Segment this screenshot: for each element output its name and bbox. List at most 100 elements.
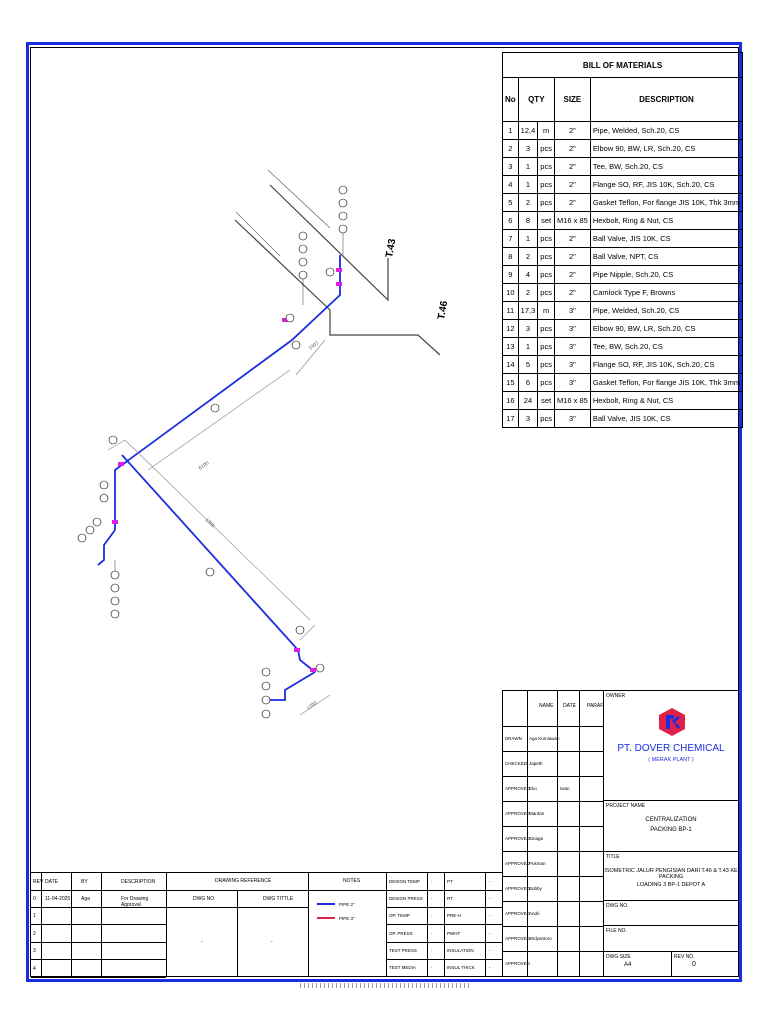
revision-header-desc: DESCRIPTION <box>121 879 156 885</box>
bom-cell-size: 2" <box>553 157 591 176</box>
bom-cell-unit: pcs <box>537 337 555 356</box>
bom-cell-qty: 1 <box>517 337 539 356</box>
bom-cell-qty: 12,4 <box>517 121 539 140</box>
bom-cell-size: 2" <box>553 229 591 248</box>
bom-cell-unit: m <box>537 121 555 140</box>
bom-cell-size: 2" <box>553 283 591 302</box>
bom-cell-unit: pcs <box>537 355 555 374</box>
revision-cell-rev: 3 <box>33 948 36 955</box>
bom-cell-qty: 6 <box>517 373 539 392</box>
bom-cell-no: 12 <box>502 319 519 338</box>
revision-row: 1 <box>31 907 166 926</box>
bom-cell-size: 2" <box>553 139 591 158</box>
bom-cell-desc: Ball Valve, NPT, CS <box>589 247 744 266</box>
bom-cell-no: 5 <box>502 193 519 212</box>
bom-cell-unit: pcs <box>537 229 555 248</box>
bom-cell-no: 4 <box>502 175 519 194</box>
owner-label: OWNER <box>606 693 626 699</box>
reference-dwg-title: DWG TITTLE <box>263 896 294 902</box>
bom-cell-unit: set <box>537 391 555 410</box>
bom-cell-qty: 5 <box>517 355 539 374</box>
design-cell-l: OP. TEMP <box>389 913 410 919</box>
bom-cell-qty: 1 <box>517 157 539 176</box>
design-cell-lv: - <box>431 879 433 884</box>
reference-header: DRAWING REFERENCE <box>215 878 272 884</box>
design-cell-r: PT <box>447 879 453 884</box>
dwg-no-label: DWG NO. <box>606 903 629 909</box>
design-cell-l: OP. PRESS <box>389 930 413 936</box>
revision-cell-rev: 2 <box>33 930 36 937</box>
bom-cell-qty: 24 <box>517 391 539 410</box>
tank-label-t46: T.46 <box>436 300 450 321</box>
tank-direction-labels <box>235 169 331 257</box>
bom-cell-unit: pcs <box>537 265 555 284</box>
dimension-1200: 1200 <box>306 700 319 711</box>
design-cell-rv: - <box>489 947 491 953</box>
bom-cell-no: 1 <box>502 121 519 140</box>
signoff-header-paraf: PARAF <box>587 703 604 709</box>
bom-cell-size: M16 x 85 <box>553 211 591 230</box>
design-cell-rv: - <box>489 965 491 970</box>
bom-cell-size: 2" <box>553 193 591 212</box>
project-block: PROJECT NAME CENTRALIZATION PACKING BP-1 <box>603 800 739 852</box>
bottom-ruler <box>300 983 470 988</box>
signoff-name: Mardan <box>529 811 545 816</box>
bom-cell-desc: Hexbolt, Ring & Nut, CS <box>589 211 744 230</box>
signoff-role: APPROVED <box>505 811 531 816</box>
bom-header-size: SIZE <box>553 77 591 122</box>
bom-cell-desc: Flange SO, RF, JIS 10K, Sch.20, CS <box>589 175 744 194</box>
bom-cell-size: 3" <box>553 319 591 338</box>
tank-label-t43: T.43 <box>384 238 398 259</box>
revision-cell-rev: 0 <box>33 896 36 902</box>
bom-cell-qty: 1 <box>517 229 539 248</box>
design-cell-l: TEST PRESS <box>389 947 417 953</box>
dwg-size-block: DWG SIZE A4 <box>603 951 672 977</box>
bom-cell-no: 7 <box>502 229 519 248</box>
signoff-header-name: NAME <box>539 703 554 709</box>
bom-cell-unit: pcs <box>537 283 555 302</box>
bom-cell-size: 3" <box>553 337 591 356</box>
design-cell-rv: - <box>489 896 491 902</box>
bom-cell-desc: Ball Valve, JIS 10K, CS <box>589 229 744 248</box>
revision-header-rev: REV <box>33 879 44 885</box>
revision-header-date: DATE <box>45 879 58 885</box>
revision-row: 2 <box>31 925 166 943</box>
bom-cell-no: 9 <box>502 265 519 284</box>
bom-cell-qty: 2 <box>517 247 539 266</box>
bill-of-materials: BILL OF MATERIALS No QTY SIZE DESCRIPTIO… <box>501 52 744 428</box>
title-line1: ISOMETRIC JALUR PENGISIAN DARI T.46 & T.… <box>604 868 738 880</box>
design-cell-rv: - <box>489 913 491 919</box>
design-cell-lv: - <box>431 913 433 919</box>
bom-cell-desc: Elbow 90, BW, LR, Sch.20, CS <box>589 319 744 338</box>
isometric-drawing: T.43 T.46 1300 1407 6100 1200 <box>77 169 450 719</box>
signoff-name: Japeth <box>529 761 543 766</box>
dwg-size-value: A4 <box>624 962 632 968</box>
title-line2: LOADING 3 BP-1 DEPOT A <box>636 882 706 888</box>
bom-cell-desc: Hexbolt, Ring & Nut, CS <box>589 391 744 410</box>
signoff-header-date: DATE <box>563 703 576 709</box>
design-cell-l: DESIGN PRESS <box>389 896 423 902</box>
bom-cell-size: 2" <box>553 247 591 266</box>
revision-cell-by: Aga <box>81 896 90 902</box>
notes-header: NOTES <box>343 878 361 884</box>
bom-cell-qty: 4 <box>517 265 539 284</box>
bom-cell-desc: Flange SO, RF, JIS 10K, Sch.20, CS <box>589 355 744 374</box>
bom-cell-unit: set <box>537 211 555 230</box>
signoff-role: APPROVED <box>505 961 531 966</box>
bom-cell-unit: pcs <box>537 175 555 194</box>
design-cell-l: TEST MEDIA <box>389 965 416 970</box>
legend-label-3in: PIPE 3" <box>339 916 355 921</box>
